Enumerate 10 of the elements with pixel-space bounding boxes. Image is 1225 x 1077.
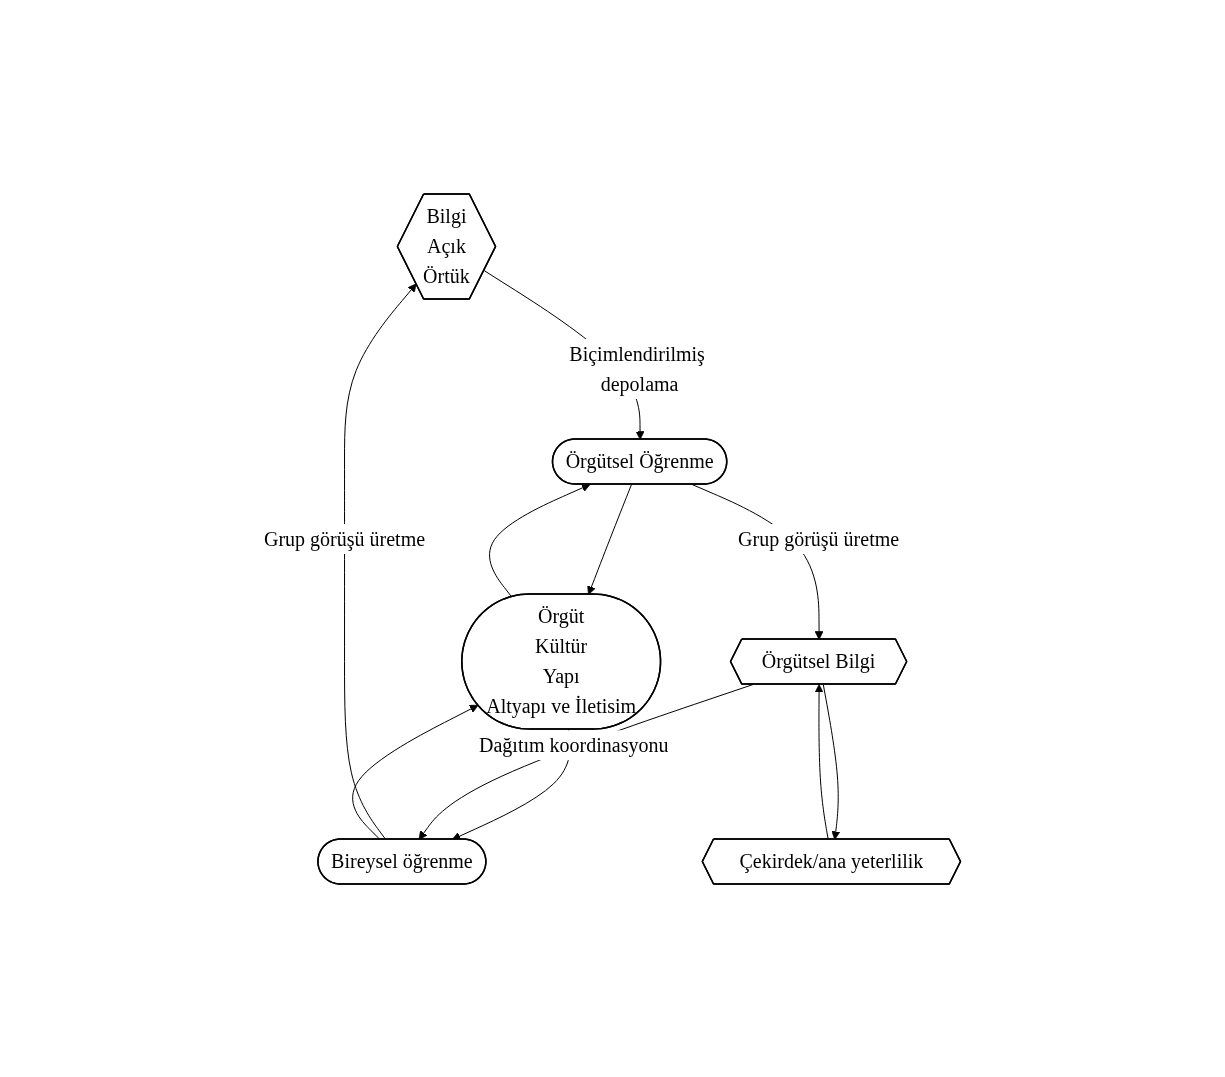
arrow [814,683,829,840]
edge-label: Grup görüşü üretme [738,527,900,550]
edge-label: Biçimlendirilmiş depolama [569,342,706,395]
arrow [823,683,841,840]
edge-label: Grup görüşü üretme [264,527,426,550]
arrow [489,483,591,597]
arrow [352,704,479,840]
arrow [344,282,417,840]
arrow [587,483,633,595]
edge-label: Dağıtım koordinasyonu [479,733,669,756]
